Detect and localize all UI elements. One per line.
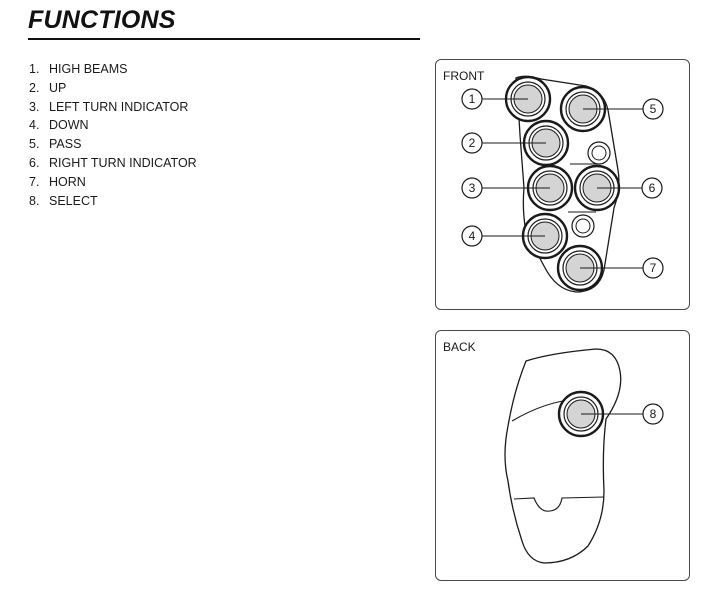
item-label: UP — [49, 80, 67, 95]
item-label: PASS — [49, 137, 82, 152]
item-number: 1. — [29, 62, 40, 76]
item-label: RIGHT TURN INDICATOR — [49, 155, 197, 170]
item-label: HORN — [49, 174, 86, 189]
item-number: 4. — [29, 118, 40, 133]
page-title: FUNCTIONS — [28, 6, 176, 34]
list-item: 8. SELECT — [29, 192, 197, 211]
function-list: 1.HIGH BEAMS 2.UP 3.LEFT TURN INDICATOR … — [29, 60, 197, 210]
item-number: 3. — [29, 99, 40, 114]
list-item: 4. DOWN — [29, 116, 197, 135]
list-item: 6. RIGHT TURN INDICATOR — [29, 154, 197, 173]
callout-2: 2 — [461, 132, 483, 154]
item-label: HIGH BEAMS — [49, 62, 128, 76]
list-item: 2. UP — [29, 79, 197, 98]
item-number: 2. — [29, 80, 40, 95]
callout-number: 6 — [649, 181, 656, 195]
callout-number: 4 — [469, 229, 476, 243]
front-small-round-upper — [587, 141, 611, 165]
front-panel-label: FRONT — [443, 69, 485, 83]
callout-number: 7 — [650, 261, 657, 275]
item-number: 7. — [29, 174, 40, 189]
item-number: 6. — [29, 155, 40, 170]
callout-number: 2 — [469, 136, 476, 150]
list-item: 7. HORN — [29, 173, 197, 192]
callout-7: 7 — [642, 257, 664, 279]
list-item: 1. HIGH BEAMS — [29, 60, 197, 79]
callout-6: 6 — [641, 177, 663, 199]
front-small-round-lower — [571, 214, 595, 238]
callout-number: 8 — [650, 407, 657, 421]
back-panel-label: BACK — [443, 340, 476, 354]
item-number: 8. — [29, 193, 40, 208]
callout-8: 8 — [642, 403, 664, 425]
list-item: 3. LEFT TURN INDICATOR — [29, 98, 197, 117]
callout-number: 3 — [469, 181, 476, 195]
callout-number: 5 — [650, 102, 657, 116]
item-label: DOWN — [49, 118, 89, 133]
front-view-panel: FRONT — [435, 59, 690, 310]
back-housing-outline — [504, 348, 622, 564]
list-item: 5. PASS — [29, 135, 197, 154]
callout-5: 5 — [642, 98, 664, 120]
callout-3: 3 — [461, 177, 483, 199]
item-number: 5. — [29, 137, 40, 152]
item-label: LEFT TURN INDICATOR — [49, 99, 189, 114]
callout-4: 4 — [461, 225, 483, 247]
front-controller-diagram: 1 2 3 4 5 6 7 — [461, 75, 664, 293]
back-housing-lower-edge — [513, 496, 605, 512]
back-view-panel: BACK 8 — [435, 330, 690, 581]
callout-1: 1 — [461, 88, 483, 110]
item-label: SELECT — [49, 193, 98, 208]
back-controller-diagram: 8 — [504, 348, 664, 564]
callout-number: 1 — [469, 92, 476, 106]
title-underline — [28, 38, 420, 40]
